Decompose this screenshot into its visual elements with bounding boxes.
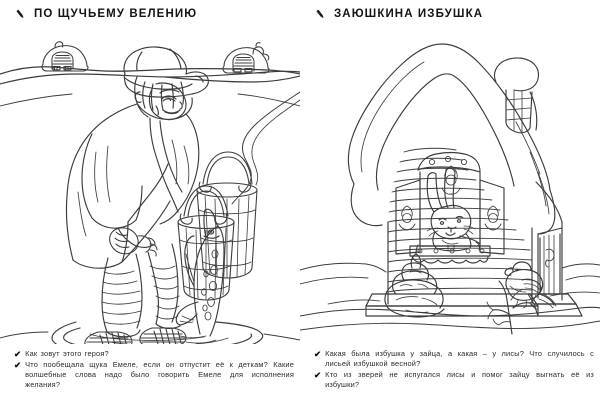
check-icon: ✔ (14, 359, 22, 370)
question-item: ✔ Кто из зверей не испугался лисы и помо… (314, 370, 594, 391)
panel-right-title: ЗАЮШКИНА ИЗБУШКА (334, 7, 484, 20)
panel-right: ЗАЮШКИНА ИЗБУШКА (300, 0, 600, 405)
pencil-icon (316, 9, 324, 18)
question-text: Кто из зверей не испугался лисы и помог … (325, 369, 594, 390)
panel-left: ПО ЩУЧЬЕМУ ВЕЛЕНИЮ (0, 6, 300, 399)
panel-left-questions: ✔ Как зовут этого героя? ✔ Что пообещала… (14, 349, 294, 399)
pencil-icon (16, 9, 24, 18)
panel-left-title: ПО ЩУЧЬЕМУ ВЕЛЕНИЮ (34, 7, 198, 20)
panel-right-questions: ✔ Какая была избушка у зайца, а какая – … (314, 349, 594, 399)
panel-right-title-row: ЗАЮШКИНА ИЗБУШКА (314, 6, 483, 22)
panel-left-title-row: ПО ЩУЧЬЕМУ ВЕЛЕНИЮ (14, 6, 197, 22)
check-icon: ✔ (14, 349, 22, 359)
question-text: Какая была избушка у зайца, а какая – у … (325, 349, 594, 369)
question-item: ✔ Какая была избушка у зайца, а какая – … (314, 349, 594, 370)
question-text: Что пообещала щука Емеле, если он отпуст… (25, 359, 294, 390)
check-icon: ✔ (314, 349, 322, 359)
emelya-and-pike-illustration (0, 22, 300, 344)
check-icon: ✔ (314, 369, 322, 380)
question-item: ✔ Что пообещала щука Емеле, если он отпу… (14, 360, 294, 391)
hare-hut-illustration (300, 22, 600, 344)
question-item: ✔ Как зовут этого героя? (14, 349, 294, 360)
question-text: Как зовут этого героя? (25, 349, 109, 358)
